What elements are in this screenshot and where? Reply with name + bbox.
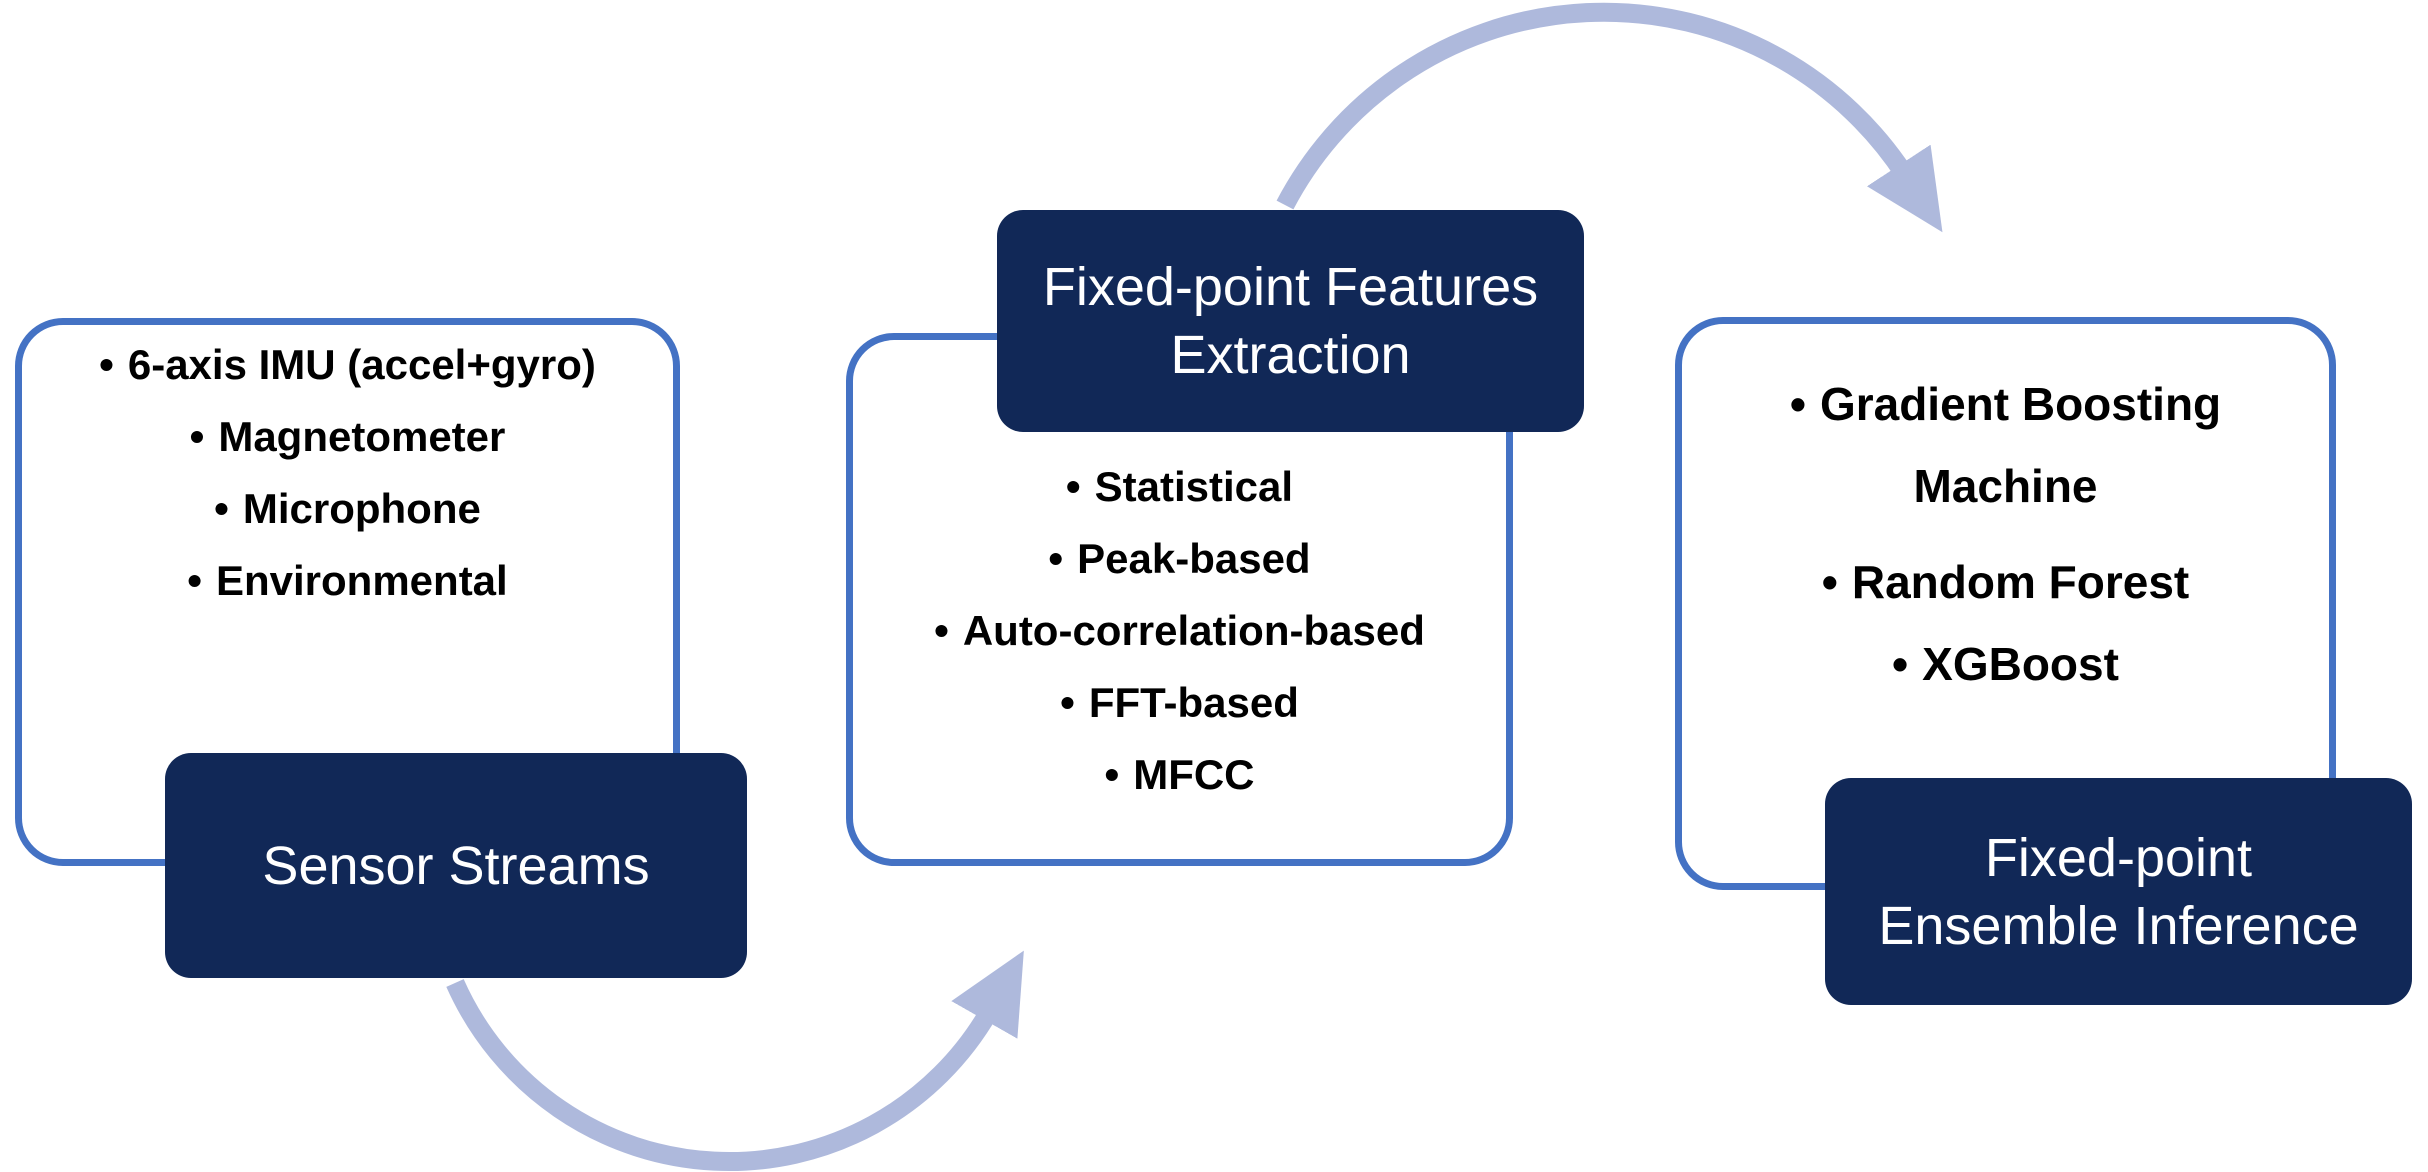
node-title-line: Fixed-point	[1984, 827, 2253, 888]
bullet-item-label: Auto-correlation-based	[962, 607, 1425, 654]
bullet-icon: •	[99, 341, 114, 388]
bullet-icon: •	[214, 485, 229, 532]
bullet-item-label: Statistical	[1094, 463, 1294, 510]
bullet-item-label: Random Forest	[1851, 556, 2190, 608]
bullet-item: •XGBoost	[1675, 623, 2336, 705]
bullet-item: • Magnetometer	[15, 401, 680, 473]
bullet-icon: •	[1104, 751, 1120, 798]
bullet-icon: •	[1789, 378, 1806, 430]
bullet-item: •Gradient Boosting	[1675, 363, 2336, 445]
bullet-icon: •	[934, 607, 949, 654]
sensor-sources-list: • 6-axis IMU (accel+gyro) • Magnetometer •…	[15, 329, 680, 617]
bullet-item-label: Machine	[1913, 460, 2098, 512]
bullet-item: • Environmental	[15, 545, 680, 617]
bullet-item-label: Environmental	[215, 557, 508, 604]
bullet-icon: •	[189, 413, 205, 460]
bullet-item-label: MFCC	[1133, 751, 1255, 798]
bullet-item-label: Magnetometer	[218, 413, 506, 460]
bullet-item: • Auto-correlation-based	[846, 595, 1513, 667]
node-title-line: Ensemble Inference	[1878, 895, 2359, 956]
bullet-icon: •	[1060, 679, 1075, 726]
bullet-item: • 6-axis IMU (accel+gyro)	[15, 329, 680, 401]
node-title-line: Fixed-point Features	[1042, 257, 1539, 317]
bullet-item: • Peak-based	[846, 523, 1513, 595]
bullet-item: • MFCC	[846, 739, 1513, 811]
bullet-icon: •	[1821, 556, 1838, 608]
bullet-icon: •	[1065, 463, 1081, 510]
bullet-item: •Random Forest	[1675, 541, 2336, 623]
features-list: • Statistical • Peak-based • Auto-correlati…	[846, 451, 1513, 811]
models-list: •Gradient Boosting Machine •Random Fores…	[1675, 363, 2336, 705]
arrow-sensor-to-features	[446, 950, 1024, 1172]
node-title-line: Extraction	[1170, 325, 1411, 385]
node-title-line: Sensor Streams	[262, 835, 650, 896]
bullet-item-label: FFT-based	[1088, 679, 1299, 726]
bullet-item-wrap-line: Machine	[1675, 445, 2336, 527]
ensemble-inference-node: Fixed-point Ensemble Inference	[1825, 778, 2412, 1005]
bullet-item-label: Peak-based	[1077, 535, 1311, 582]
bullet-icon: •	[1048, 535, 1064, 582]
features-extraction-node: Fixed-point Features Extraction	[997, 210, 1584, 432]
bullet-item-label: Gradient Boosting	[1819, 378, 2222, 430]
bullet-item: • Microphone	[15, 473, 680, 545]
sensor-streams-node: Sensor Streams	[165, 753, 747, 978]
bullet-item: • FFT-based	[846, 667, 1513, 739]
bullet-item-label: XGBoost	[1922, 638, 2119, 690]
bullet-item-label: 6-axis IMU (accel+gyro)	[127, 341, 596, 388]
bullet-icon: •	[1892, 638, 1909, 690]
bullet-icon: •	[187, 557, 202, 604]
arrow-features-to-inference	[1276, 2, 1943, 233]
bullet-item: • Statistical	[846, 451, 1513, 523]
bullet-item-label: Microphone	[242, 485, 481, 532]
